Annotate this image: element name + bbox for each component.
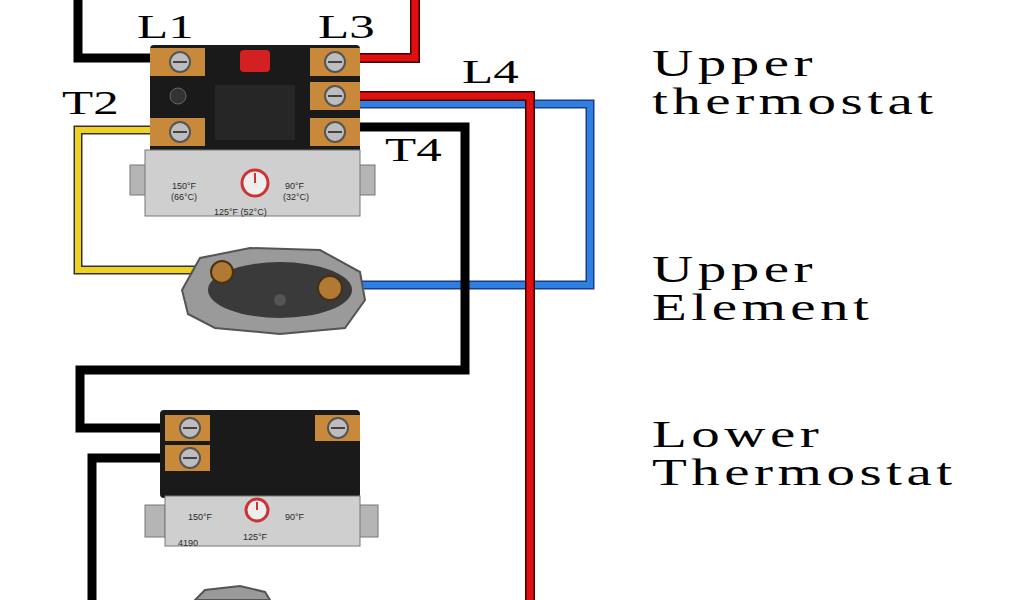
terminal-label: L3 — [318, 10, 375, 44]
lower-element — [195, 586, 270, 600]
label-slot: Upper Element — [652, 250, 867, 326]
label-slot: T4 — [385, 133, 423, 167]
label-slot: 90°F — [285, 506, 304, 524]
element-terminal — [318, 276, 342, 300]
thermostat-body — [150, 45, 360, 153]
element-terminal — [211, 261, 233, 283]
terminal-label: T2 — [62, 86, 119, 120]
dial-marking: 125°F — [243, 533, 267, 543]
component-label: Lower Thermostat — [652, 415, 975, 491]
label-slot: 150°F — [188, 506, 212, 524]
dial-marking: (32°C) — [283, 193, 309, 203]
mounting-tab — [358, 505, 378, 537]
part-number: 4190 — [178, 539, 198, 549]
terminal-label: T4 — [385, 133, 442, 167]
dial-marking: (66°C) — [171, 193, 197, 203]
dial-marking: 90°F — [285, 513, 304, 523]
element-flange — [182, 248, 365, 334]
terminal-label: L1 — [137, 10, 194, 44]
label-slot: 125°F (52°C) — [214, 201, 267, 219]
screw-slots — [183, 428, 345, 458]
upper-thermostat — [130, 45, 375, 216]
dial-marking: 90°F — [285, 182, 304, 192]
red-wire-outline — [340, 96, 530, 600]
dial-plate — [145, 150, 360, 216]
reset-button — [240, 50, 270, 72]
component-label: Upper Element — [652, 250, 975, 326]
label-slot: L1 — [137, 10, 175, 44]
temperature-dial — [246, 499, 268, 521]
black-wire — [80, 127, 465, 428]
label-slot: Upper thermostat — [652, 44, 867, 120]
dial-pointer — [256, 502, 258, 510]
dial-marking: 150°F — [172, 182, 196, 192]
element-bolt — [274, 294, 286, 306]
red-wire — [340, 96, 530, 600]
label-slot: 125°F — [243, 526, 267, 544]
dial-pointer — [254, 173, 256, 183]
label-slot: T2 — [62, 86, 100, 120]
lower-thermostat — [145, 410, 378, 546]
element-block — [208, 262, 352, 318]
terminal-label: L4 — [462, 55, 519, 89]
thermostat-face — [215, 85, 295, 140]
upper-element — [182, 248, 365, 334]
mounting-tab — [145, 505, 165, 537]
mounting-post — [170, 88, 186, 104]
label-slot: L4 — [462, 55, 500, 89]
label-slot: 150°F — [172, 175, 196, 193]
label-slot: 4190 — [178, 532, 198, 550]
thermostat-body — [160, 410, 360, 498]
temperature-dial — [242, 170, 268, 196]
dial-marking: 150°F — [188, 513, 212, 523]
label-slot: Lower Thermostat — [652, 415, 867, 491]
label-slot: 90°F — [285, 175, 304, 193]
wires — [78, 0, 590, 600]
label-slot: L3 — [318, 10, 356, 44]
dial-marking: 125°F (52°C) — [214, 208, 267, 218]
component-label: Upper thermostat — [652, 44, 975, 120]
